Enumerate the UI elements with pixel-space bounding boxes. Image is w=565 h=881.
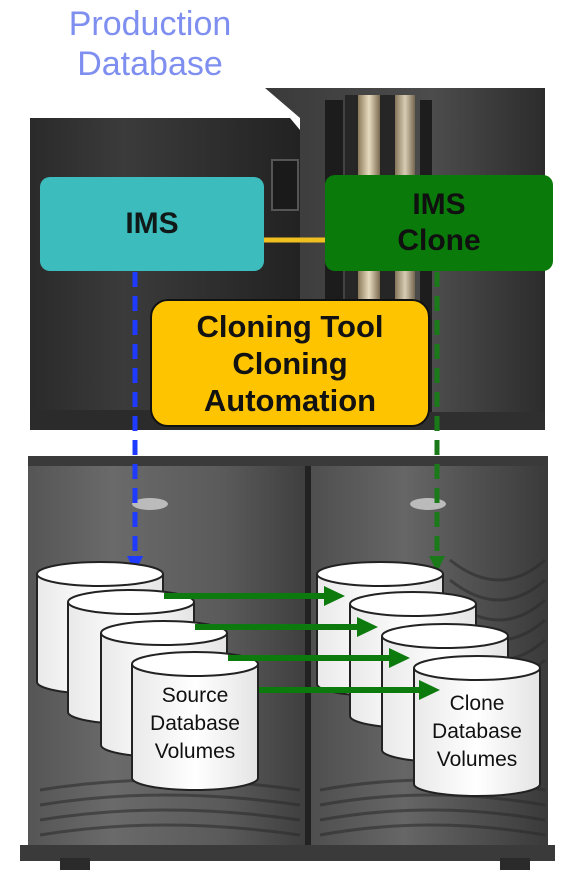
ims-label: IMS: [125, 207, 179, 240]
source-disk-volumes: [36, 561, 259, 791]
source-label-line-3: Volumes: [154, 740, 236, 763]
cloning-tool-box: Cloning Tool Cloning Automation: [150, 299, 430, 427]
source-label-line-2: Database: [150, 712, 240, 735]
title-line-2: Database: [77, 45, 223, 83]
diagram-title: Production Database: [40, 4, 260, 84]
copy-arrows: [164, 586, 440, 700]
ims-box: IMS: [40, 177, 264, 271]
ims-clone-line-1: IMS: [412, 188, 466, 221]
ims-clone-line-2: Clone: [397, 224, 481, 257]
source-label-line-1: Source: [161, 684, 229, 707]
copy-arrowhead: [324, 586, 345, 606]
copy-arrowhead: [389, 648, 410, 668]
cloning-tool-line-3: Automation: [203, 382, 377, 418]
disk-volume-icon: [413, 655, 541, 797]
cloning-tool-line-2: Cloning: [232, 345, 348, 381]
clone-label-line-3: Volumes: [436, 748, 518, 771]
clone-disk-volumes: [316, 561, 541, 797]
title-line-1: Production: [68, 5, 232, 43]
cloning-tool-line-1: Cloning Tool: [196, 308, 384, 344]
clone-volumes-label: Clone Database Volumes: [414, 690, 540, 774]
disk-volume-icon: [131, 651, 259, 791]
ims-clone-box: IMS Clone: [325, 175, 553, 271]
clone-to-volumes-arrowhead: [429, 556, 445, 572]
source-volumes-label: Source Database Volumes: [132, 682, 258, 766]
copy-arrowhead: [419, 680, 440, 700]
clone-label-line-2: Database: [432, 720, 522, 743]
copy-arrowhead: [357, 617, 378, 637]
clone-label-line-1: Clone: [449, 692, 505, 715]
